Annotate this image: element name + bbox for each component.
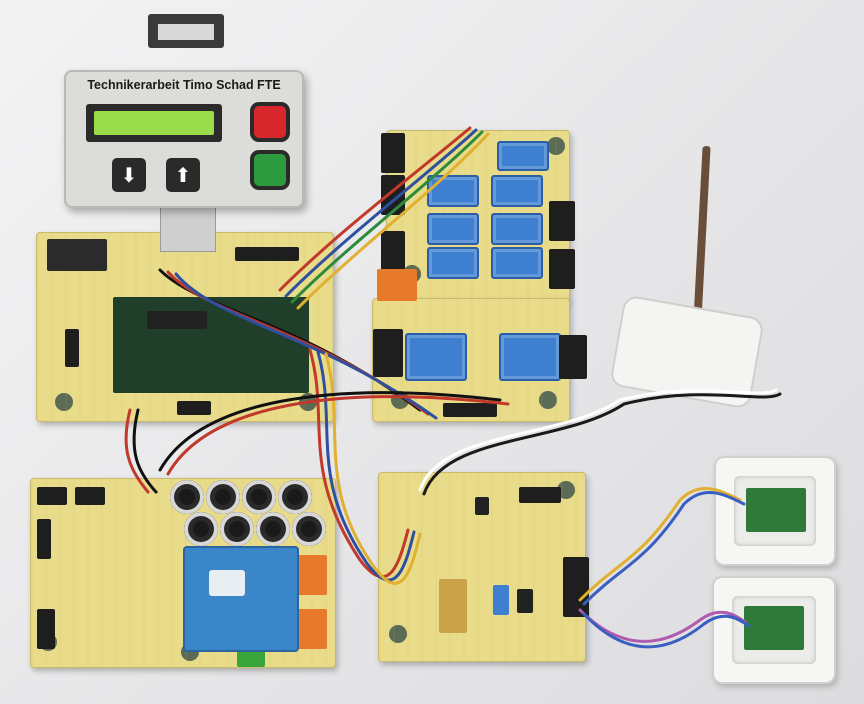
up-button[interactable]: ⬆ bbox=[166, 158, 200, 192]
relay bbox=[491, 247, 543, 279]
relay bbox=[491, 175, 543, 207]
ribbon-cable bbox=[160, 200, 216, 252]
capacitor bbox=[278, 480, 312, 514]
control-panel-device: Technikerarbeit Timo Schad FTE ⬇ ⬆ bbox=[64, 70, 304, 208]
relay bbox=[427, 175, 479, 207]
relay bbox=[499, 333, 561, 381]
relay bbox=[497, 141, 549, 171]
temperature-probe bbox=[608, 145, 768, 410]
controller-board bbox=[36, 232, 334, 422]
transformer-logo bbox=[209, 570, 245, 596]
microcontroller-module bbox=[113, 297, 309, 393]
sensor-enclosure bbox=[714, 456, 836, 566]
relay bbox=[405, 333, 467, 381]
capacitor bbox=[292, 512, 326, 546]
relay-board bbox=[377, 130, 575, 302]
relay bbox=[491, 213, 543, 245]
transformer bbox=[183, 546, 299, 652]
arrow-up-icon: ⬆ bbox=[174, 163, 192, 187]
lcd-display bbox=[86, 104, 222, 142]
sensor-enclosure bbox=[712, 576, 836, 684]
amplifier-board bbox=[378, 472, 589, 662]
capacitor bbox=[170, 480, 204, 514]
down-button[interactable]: ⬇ bbox=[112, 158, 146, 192]
red-button[interactable] bbox=[254, 106, 286, 138]
relay bbox=[427, 213, 479, 245]
arrow-down-icon: ⬇ bbox=[120, 163, 138, 187]
relay-sub-board bbox=[372, 298, 587, 422]
green-button[interactable] bbox=[254, 154, 286, 186]
capacitor bbox=[256, 512, 290, 546]
device-label: Technikerarbeit Timo Schad FTE bbox=[87, 78, 281, 92]
lcd-screen bbox=[94, 111, 214, 135]
capacitor bbox=[184, 512, 218, 546]
ribbon-connector bbox=[140, 14, 232, 72]
capacitor bbox=[242, 480, 276, 514]
capacitor bbox=[206, 480, 240, 514]
serial-connector bbox=[47, 239, 107, 271]
capacitor bbox=[220, 512, 254, 546]
relay bbox=[427, 247, 479, 279]
